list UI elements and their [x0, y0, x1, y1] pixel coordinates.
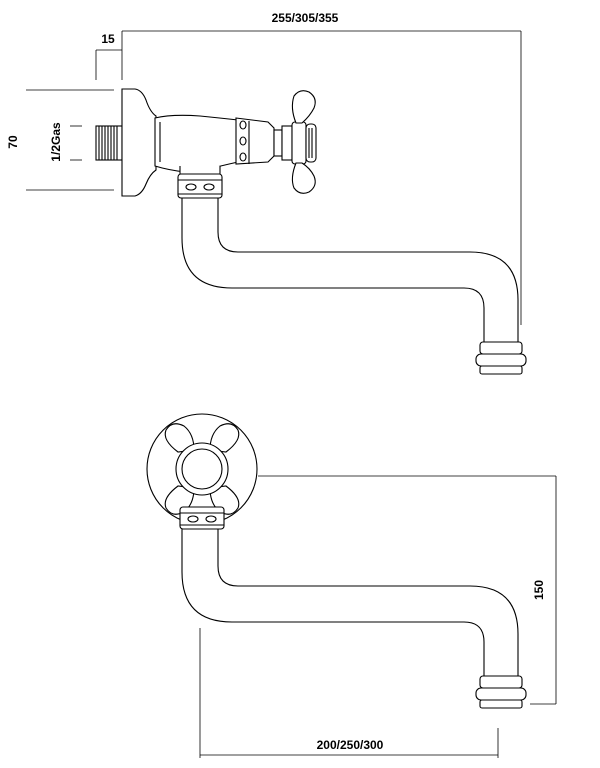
valve-body	[154, 114, 239, 177]
flange-depth-label: 15	[101, 32, 115, 46]
top-length-label: 255/305/355	[272, 11, 339, 25]
height-label: 70	[6, 135, 20, 149]
flange-depth-dimension: 15	[95, 32, 122, 80]
thread-label: 1/2Gas	[49, 122, 63, 162]
wall-flange	[121, 88, 157, 197]
aerator-top	[475, 341, 527, 375]
front-elevation-view: 150 200/250/300	[146, 413, 557, 758]
union-nut-front	[179, 506, 225, 530]
aerator-front	[475, 675, 527, 709]
threaded-inlet	[95, 125, 123, 161]
top-length-dimension: 255/305/355	[121, 11, 522, 325]
round-flange-front	[146, 413, 258, 525]
height-dimension: 70	[6, 89, 114, 191]
spout-front	[181, 529, 519, 678]
valve-bonnet	[235, 117, 283, 165]
spout-drop-dimension: 150	[258, 475, 557, 705]
spout-top	[181, 198, 519, 344]
cross-handle-side	[281, 90, 317, 194]
union-nut-top	[177, 173, 223, 199]
bottom-length-label: 200/250/300	[317, 738, 384, 752]
thread-dimension: 1/2Gas	[49, 122, 82, 162]
bottom-length-dimension: 200/250/300	[199, 628, 499, 758]
side-elevation-view: 255/305/355 15 70 1/2Gas	[6, 11, 527, 375]
spout-drop-label: 150	[532, 580, 546, 600]
